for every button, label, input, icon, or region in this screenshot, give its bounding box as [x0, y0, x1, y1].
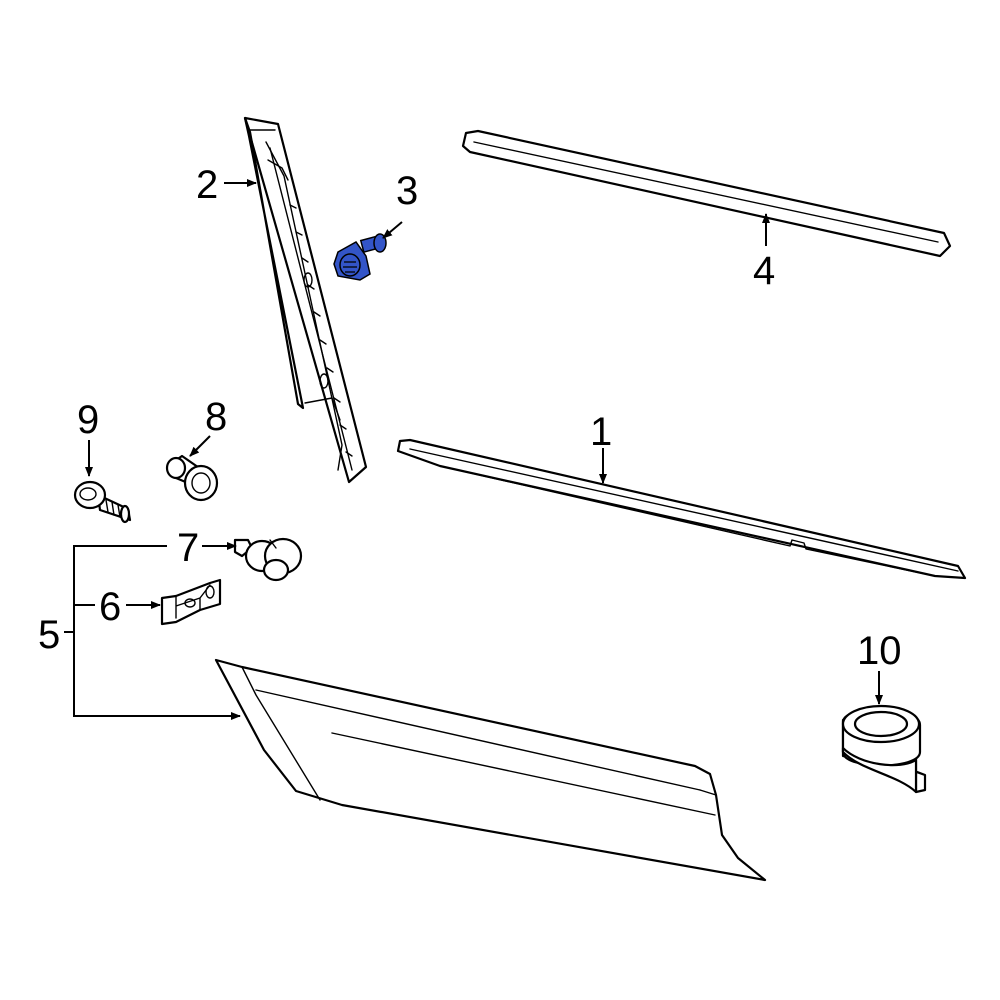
leader-8	[189, 435, 211, 457]
callout-3: 3	[396, 169, 418, 213]
callout-1: 1	[590, 410, 612, 454]
callout-4: 4	[753, 249, 775, 293]
part-4-upper-molding[interactable]	[461, 129, 952, 258]
callout-9: 9	[77, 398, 99, 442]
callout-8: 8	[205, 395, 227, 439]
part-8-grommet[interactable]	[165, 454, 219, 502]
part-6-bracket[interactable]	[160, 578, 222, 626]
part-7-push-clip[interactable]	[233, 537, 303, 582]
callout-10: 10	[857, 629, 902, 673]
part-3-clip[interactable]	[333, 233, 387, 281]
callout-6: 6	[99, 585, 121, 629]
callout-5: 5	[38, 613, 60, 657]
part-5-lower-molding[interactable]	[214, 658, 767, 882]
callout-2: 2	[196, 163, 218, 207]
leader-5-bracket	[73, 545, 241, 720]
leader-3	[382, 221, 403, 239]
part-1-belt-molding[interactable]	[396, 438, 967, 580]
part-10-tape-roll[interactable]	[841, 704, 927, 794]
part-2-pillar-applique[interactable]	[243, 116, 368, 484]
part-9-bolt[interactable]	[73, 480, 132, 524]
callout-7: 7	[177, 526, 199, 570]
